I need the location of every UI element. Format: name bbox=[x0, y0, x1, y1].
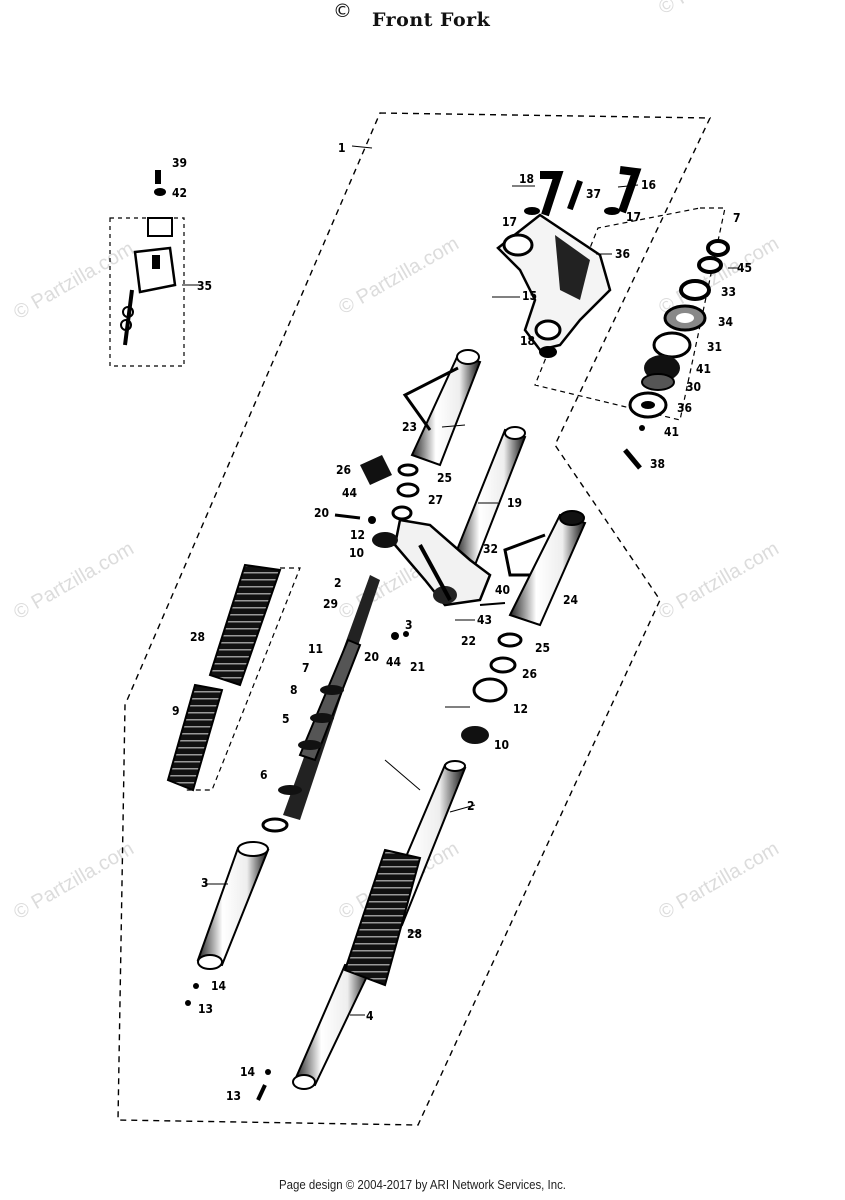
callout-28: 28 bbox=[190, 630, 205, 644]
callout-2: 2 bbox=[334, 576, 342, 590]
fork-boot-28-right bbox=[343, 848, 422, 987]
callout-25: 25 bbox=[535, 641, 550, 655]
callout-3: 3 bbox=[201, 876, 209, 890]
fork-cover-23 bbox=[402, 349, 482, 467]
callout-44: 44 bbox=[342, 486, 358, 500]
callout-19: 19 bbox=[507, 496, 522, 510]
callout-30: 30 bbox=[686, 380, 701, 394]
callout-20: 20 bbox=[364, 650, 379, 664]
callout-18: 18 bbox=[520, 334, 535, 348]
nut-washer-stack bbox=[334, 455, 420, 548]
callout-21: 21 bbox=[410, 660, 425, 674]
callout-39: 39 bbox=[172, 156, 187, 170]
callout-31: 31 bbox=[707, 340, 722, 354]
callout-24: 24 bbox=[563, 593, 579, 607]
callout-13: 13 bbox=[226, 1089, 241, 1103]
callout-9: 9 bbox=[172, 704, 180, 718]
callout-36: 36 bbox=[615, 247, 630, 261]
callout-33: 33 bbox=[721, 285, 736, 299]
callout-26: 26 bbox=[522, 667, 537, 681]
callout-18: 18 bbox=[519, 172, 534, 186]
steering-lock-boundary bbox=[109, 217, 185, 367]
callout-20: 20 bbox=[314, 506, 329, 520]
fork-spring-9 bbox=[166, 683, 224, 792]
callout-22: 22 bbox=[461, 634, 476, 648]
callout-23: 23 bbox=[402, 420, 417, 434]
callout-13: 13 bbox=[198, 1002, 213, 1016]
callout-27: 27 bbox=[428, 493, 443, 507]
drain-screw-bottom bbox=[256, 1069, 271, 1101]
callout-41: 41 bbox=[696, 362, 711, 376]
callout-12: 12 bbox=[350, 528, 365, 542]
left-fork-inner bbox=[261, 575, 380, 833]
part-callouts: 1 39 42 35 18 37 16 17 17 36 15 18 7 45 … bbox=[172, 141, 752, 1103]
bearing-set-boundary bbox=[534, 207, 726, 421]
page-title: Front Fork bbox=[372, 9, 491, 31]
callout-37: 37 bbox=[586, 187, 601, 201]
copyright-symbol: © bbox=[333, 0, 352, 22]
callout-4: 4 bbox=[366, 1009, 374, 1023]
upper-bracket bbox=[496, 166, 642, 358]
callout-17: 17 bbox=[502, 215, 517, 229]
callout-5: 5 bbox=[282, 712, 290, 726]
callout-16: 16 bbox=[641, 178, 656, 192]
nut-washer-stack-right bbox=[391, 602, 523, 744]
callout-32: 32 bbox=[483, 542, 498, 556]
callout-38: 38 bbox=[650, 457, 665, 471]
callout-14: 14 bbox=[211, 979, 227, 993]
callout-41: 41 bbox=[664, 425, 679, 439]
steering-lock bbox=[120, 170, 177, 346]
callout-17: 17 bbox=[626, 210, 641, 224]
left-fork-boundary bbox=[185, 567, 301, 791]
callout-1: 1 bbox=[338, 141, 346, 155]
left-outer-tube bbox=[185, 841, 270, 1006]
callout-34: 34 bbox=[718, 315, 734, 329]
callout-40: 40 bbox=[495, 583, 510, 597]
callout-2: 2 bbox=[467, 799, 475, 813]
callout-15: 15 bbox=[522, 289, 537, 303]
assembly-boundary bbox=[117, 112, 712, 1126]
callout-10: 10 bbox=[494, 738, 509, 752]
bearing-stack bbox=[623, 239, 730, 470]
callout-8: 8 bbox=[290, 683, 298, 697]
callout-12: 12 bbox=[513, 702, 528, 716]
callout-25: 25 bbox=[437, 471, 452, 485]
callout-44: 44 bbox=[386, 655, 402, 669]
callout-29: 29 bbox=[323, 597, 338, 611]
callout-11: 11 bbox=[308, 642, 323, 656]
leader-lines bbox=[182, 145, 738, 1016]
callout-7: 7 bbox=[302, 661, 310, 675]
callout-10: 10 bbox=[349, 546, 364, 560]
callout-43: 43 bbox=[477, 613, 492, 627]
callout-14: 14 bbox=[240, 1065, 256, 1079]
callout-45: 45 bbox=[737, 261, 752, 275]
callout-35: 35 bbox=[197, 279, 212, 293]
fork-cover-24 bbox=[503, 510, 587, 627]
callout-7: 7 bbox=[733, 211, 741, 225]
callout-3: 3 bbox=[405, 618, 413, 632]
callout-28: 28 bbox=[407, 927, 422, 941]
fork-boot-28-left bbox=[208, 563, 282, 687]
callout-26: 26 bbox=[336, 463, 351, 477]
footer-copyright: Page design © 2004-2017 by ARI Network S… bbox=[279, 1177, 566, 1192]
callout-36: 36 bbox=[677, 401, 692, 415]
callout-42: 42 bbox=[172, 186, 187, 200]
under-bracket bbox=[393, 518, 492, 607]
callout-6: 6 bbox=[260, 768, 268, 782]
